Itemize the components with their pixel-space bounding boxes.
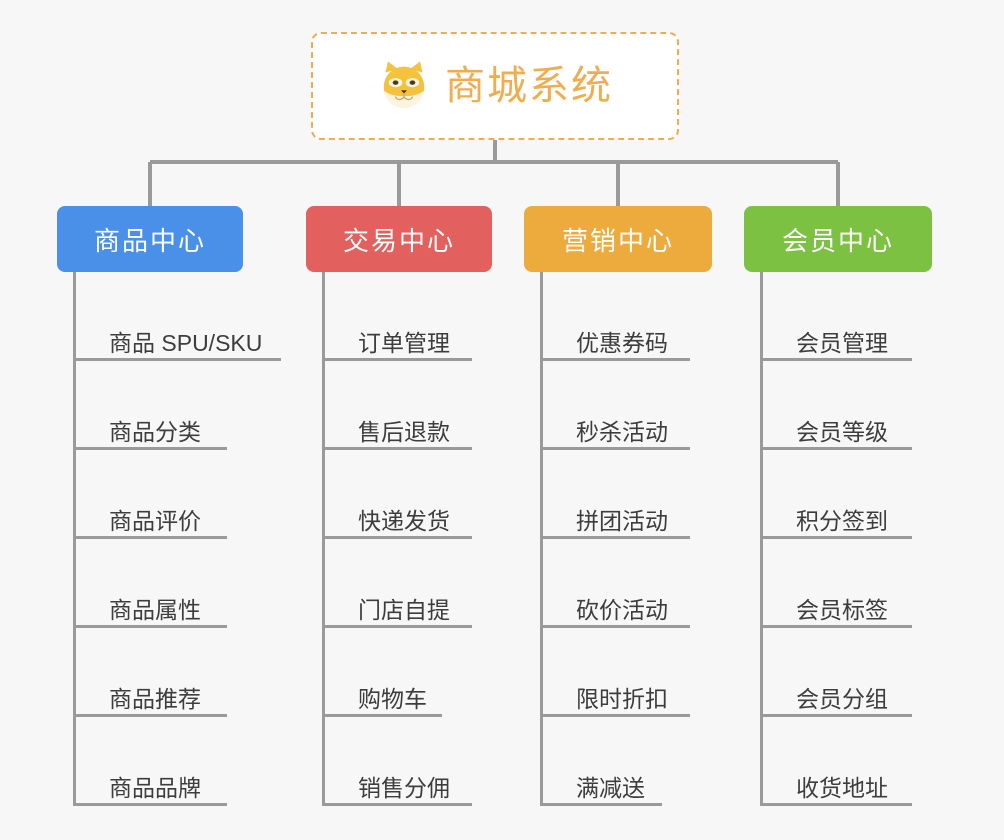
sub-item-label: 会员标签 xyxy=(796,597,888,623)
sub-item-label: 会员等级 xyxy=(796,419,888,445)
root-title: 商城系统 xyxy=(445,64,613,108)
sub-item-label: 满减送 xyxy=(576,775,645,801)
sub-item[interactable]: 拼团活动 xyxy=(540,450,678,539)
sub-item[interactable]: 满减送 xyxy=(540,717,655,806)
sub-item[interactable]: 砍价活动 xyxy=(540,539,678,628)
branch-label: 商品中心 xyxy=(93,225,206,256)
sub-item-rule xyxy=(73,625,227,628)
sub-item-rule xyxy=(760,714,912,717)
branch-label: 营销中心 xyxy=(561,225,674,256)
sub-item[interactable]: 快递发货 xyxy=(322,450,460,539)
sub-item-label: 售后退款 xyxy=(358,419,450,445)
sub-item-rule xyxy=(540,714,690,717)
sub-item[interactable]: 会员等级 xyxy=(760,361,898,450)
sub-item-rule xyxy=(540,803,662,806)
branch-label: 会员中心 xyxy=(781,225,894,256)
sub-item-label: 商品推荐 xyxy=(109,686,201,712)
sub-item-label: 优惠券码 xyxy=(576,330,668,356)
branch-box-2[interactable]: 交易中心 xyxy=(306,206,492,272)
sub-item-rule xyxy=(760,358,912,361)
sub-item-rule xyxy=(540,625,690,628)
sub-item-rule xyxy=(540,447,690,450)
sub-item-rule xyxy=(760,536,912,539)
branch-box-1[interactable]: 商品中心 xyxy=(57,206,243,272)
sub-item-rule xyxy=(322,447,472,450)
sub-item-label: 拼团活动 xyxy=(576,508,668,534)
sub-item[interactable]: 商品 SPU/SKU xyxy=(73,272,272,361)
sub-item[interactable]: 订单管理 xyxy=(322,272,460,361)
sub-item[interactable]: 收货地址 xyxy=(760,717,898,806)
sub-item-rule xyxy=(322,803,472,806)
sub-item-label: 商品 SPU/SKU xyxy=(109,330,263,356)
sub-item-rule xyxy=(73,714,227,717)
sub-item-label: 秒杀活动 xyxy=(576,419,668,445)
sub-item[interactable]: 优惠券码 xyxy=(540,272,678,361)
root-node[interactable]: 商城系统 xyxy=(311,32,679,140)
column-spine xyxy=(322,272,325,806)
sub-item[interactable]: 限时折扣 xyxy=(540,628,678,717)
sub-item[interactable]: 商品分类 xyxy=(73,361,211,450)
sub-item-rule xyxy=(540,358,690,361)
sub-item-rule xyxy=(73,358,281,361)
sub-item-label: 商品评价 xyxy=(109,508,201,534)
sub-item-label: 积分签到 xyxy=(796,508,888,534)
sub-item[interactable]: 商品品牌 xyxy=(73,717,211,806)
column-spine xyxy=(540,272,543,806)
sub-item-label: 门店自提 xyxy=(358,597,450,623)
sub-item-label: 快递发货 xyxy=(358,508,450,534)
sub-item-label: 会员分组 xyxy=(796,686,888,712)
sub-item-rule xyxy=(322,536,472,539)
sub-item[interactable]: 商品推荐 xyxy=(73,628,211,717)
sub-item[interactable]: 积分签到 xyxy=(760,450,898,539)
sub-item-rule xyxy=(73,447,227,450)
sub-item-rule xyxy=(322,358,472,361)
sub-item-rule xyxy=(322,714,442,717)
sub-item-label: 商品品牌 xyxy=(109,775,201,801)
sub-item[interactable]: 购物车 xyxy=(322,628,437,717)
sub-item-label: 购物车 xyxy=(358,686,427,712)
sub-item[interactable]: 销售分佣 xyxy=(322,717,460,806)
sub-item-rule xyxy=(760,625,912,628)
sub-item-label: 砍价活动 xyxy=(576,597,668,623)
sub-item[interactable]: 商品属性 xyxy=(73,539,211,628)
sub-item-rule xyxy=(73,803,227,806)
sub-item-label: 收货地址 xyxy=(796,775,888,801)
sub-item[interactable]: 会员分组 xyxy=(760,628,898,717)
sub-item-rule xyxy=(760,447,912,450)
branch-box-4[interactable]: 会员中心 xyxy=(744,206,932,272)
sub-item-rule xyxy=(73,536,227,539)
sub-item-label: 商品分类 xyxy=(109,419,201,445)
branch-box-3[interactable]: 营销中心 xyxy=(524,206,712,272)
sub-item[interactable]: 售后退款 xyxy=(322,361,460,450)
sub-item-label: 限时折扣 xyxy=(576,686,668,712)
column-spine xyxy=(760,272,763,806)
sub-item-rule xyxy=(760,803,912,806)
sub-item[interactable]: 秒杀活动 xyxy=(540,361,678,450)
shiba-dog-icon xyxy=(383,61,425,108)
sub-item-rule xyxy=(322,625,472,628)
sub-item[interactable]: 商品评价 xyxy=(73,450,211,539)
branch-label: 交易中心 xyxy=(342,225,455,256)
sub-item-label: 商品属性 xyxy=(109,597,201,623)
sub-item-rule xyxy=(540,536,690,539)
column-spine xyxy=(73,272,76,806)
sub-item[interactable]: 会员管理 xyxy=(760,272,898,361)
sub-item-label: 销售分佣 xyxy=(358,775,450,801)
sub-item[interactable]: 门店自提 xyxy=(322,539,460,628)
sub-item-label: 会员管理 xyxy=(796,330,888,356)
sub-item-label: 订单管理 xyxy=(358,330,450,356)
sub-item[interactable]: 会员标签 xyxy=(760,539,898,628)
